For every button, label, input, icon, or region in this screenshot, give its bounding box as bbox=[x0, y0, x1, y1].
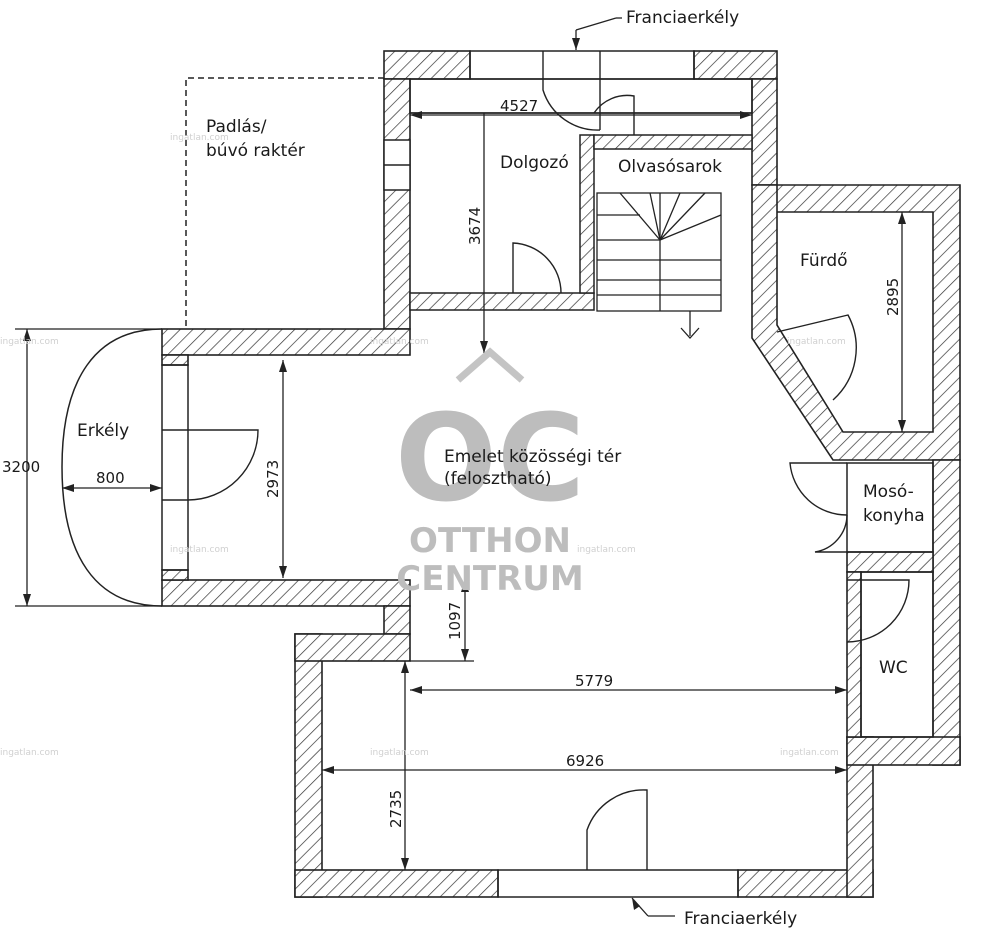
watermark-roof-icon bbox=[455, 347, 525, 383]
balcony-label: Erkély bbox=[77, 421, 129, 441]
watermark-logo: OC bbox=[395, 390, 585, 529]
wall-bottom-top-left bbox=[294, 633, 411, 662]
attic-outline bbox=[185, 77, 384, 329]
dim-3200: 3200 bbox=[2, 458, 40, 476]
walls bbox=[161, 50, 961, 898]
partitions bbox=[161, 50, 934, 898]
study-right-wall bbox=[579, 134, 595, 294]
wall-step bbox=[383, 605, 411, 635]
watermark-site: ingatlan.com bbox=[370, 337, 429, 347]
wall-balcony-left-b bbox=[161, 569, 189, 581]
dim-5779: 5779 bbox=[575, 672, 613, 690]
french-opening-top bbox=[469, 50, 695, 80]
dim-6926: 6926 bbox=[566, 752, 604, 770]
watermark-site: ingatlan.com bbox=[0, 337, 59, 347]
attic-label-line1: Padlás/ bbox=[206, 117, 267, 137]
dim-2973: 2973 bbox=[264, 460, 282, 498]
dim-3674: 3674 bbox=[466, 207, 484, 245]
dim-2895: 2895 bbox=[884, 278, 902, 316]
wall-bottom-left bbox=[294, 633, 323, 898]
study-bottom-wall bbox=[409, 292, 595, 311]
watermark-site: ingatlan.com bbox=[370, 748, 429, 758]
wall-right-step bbox=[846, 736, 961, 766]
wall-right-lower bbox=[932, 459, 961, 766]
laundry-label-line2: konyha bbox=[863, 506, 925, 526]
dim-2735: 2735 bbox=[387, 790, 405, 828]
wall-balcony-bottom bbox=[161, 579, 411, 607]
door-bath bbox=[776, 314, 857, 401]
dim-800: 800 bbox=[96, 469, 125, 487]
watermark-site: ingatlan.com bbox=[0, 748, 59, 758]
door-bottom-french bbox=[586, 789, 648, 870]
common-label-line1: Emelet közösségi tér bbox=[444, 447, 621, 467]
french-balcony-bottom-label: Franciaerkély bbox=[684, 909, 797, 929]
door-laundry bbox=[789, 462, 848, 553]
staircase bbox=[596, 192, 722, 339]
study-top-wall bbox=[409, 78, 753, 114]
door-balcony bbox=[187, 429, 259, 501]
french-balcony-top-label: Franciaerkély bbox=[626, 8, 739, 28]
common-label-line2: (felosztható) bbox=[444, 469, 552, 489]
laundry-box bbox=[846, 462, 934, 553]
watermark-site: ingatlan.com bbox=[780, 748, 839, 758]
door-study bbox=[512, 242, 562, 294]
attic-label-line2: búvó raktér bbox=[206, 141, 305, 161]
watermark: OC OTTHON CENTRUM ingatlan.com ingatlan.… bbox=[0, 133, 846, 758]
balcony-sill bbox=[161, 364, 189, 571]
bath-label: Fürdő bbox=[800, 251, 848, 271]
wall-wc-right-in bbox=[846, 571, 862, 738]
wall-laundry-bottom bbox=[846, 551, 934, 573]
watermark-site: ingatlan.com bbox=[787, 337, 846, 347]
watermark-line2: CENTRUM bbox=[396, 559, 583, 599]
watermark-site: ingatlan.com bbox=[577, 545, 636, 555]
wall-top-left bbox=[383, 50, 471, 80]
door-top-french bbox=[542, 51, 601, 131]
wall-balcony-top bbox=[161, 328, 411, 356]
callouts: Franciaerkély Franciaerkély bbox=[626, 8, 797, 929]
watermark-site: ingatlan.com bbox=[170, 133, 229, 143]
wc-box bbox=[860, 571, 934, 738]
door-wc bbox=[846, 579, 910, 643]
wall-bath bbox=[751, 184, 961, 461]
door-study-top bbox=[593, 94, 635, 135]
reading-label: Olvasósarok bbox=[618, 157, 722, 177]
watermark-line1: OTTHON bbox=[409, 521, 571, 561]
watermark-site: ingatlan.com bbox=[170, 545, 229, 555]
dimension-labels: 4527 3674 2895 3200 800 2973 1097 5779 6… bbox=[2, 97, 902, 828]
balcony-outline bbox=[61, 328, 163, 607]
wall-balcony-left-a bbox=[161, 354, 189, 366]
wall-bottom-left-floor bbox=[294, 869, 499, 898]
wall-top-right bbox=[693, 50, 778, 80]
room-labels: Padlás/ búvó raktér Dolgozó Olvasósarok … bbox=[77, 117, 925, 678]
dim-1097: 1097 bbox=[446, 602, 464, 640]
dimension-arrows bbox=[23, 38, 906, 910]
wall-upper-left bbox=[383, 78, 411, 330]
wall-upper-right bbox=[751, 78, 778, 186]
french-opening-bottom bbox=[497, 869, 739, 898]
study-label: Dolgozó bbox=[500, 153, 569, 173]
wc-label: WC bbox=[879, 658, 908, 678]
dim-4527: 4527 bbox=[500, 97, 538, 115]
laundry-label-line1: Mosó- bbox=[863, 482, 914, 502]
reading-top-wall bbox=[593, 134, 753, 150]
doors bbox=[187, 51, 910, 870]
